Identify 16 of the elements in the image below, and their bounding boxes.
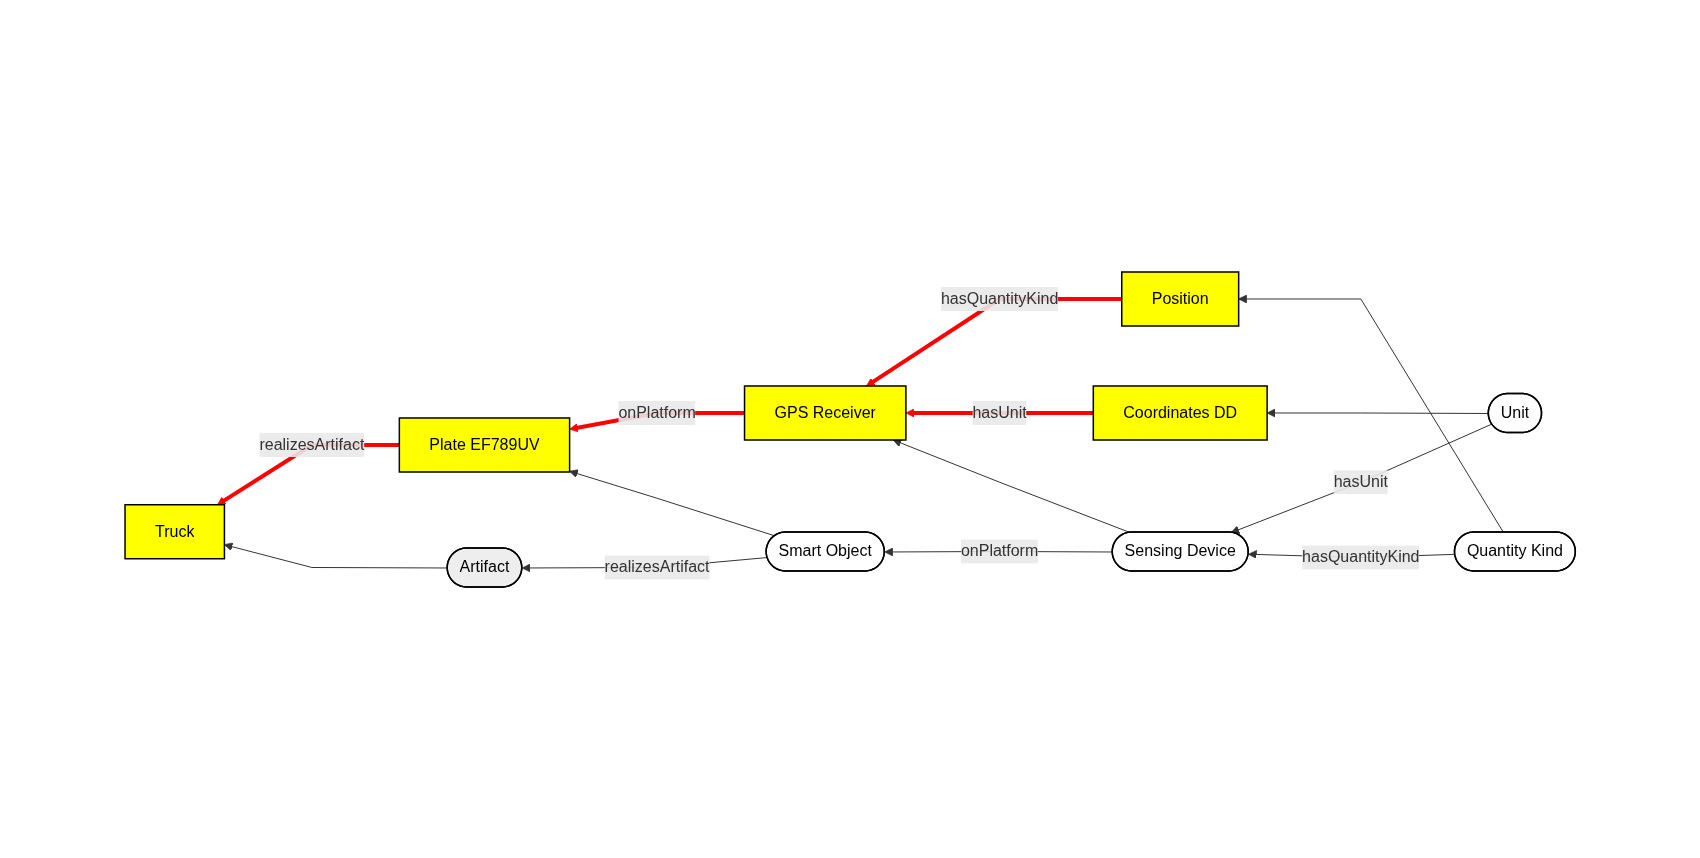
node-box: Coordinates DD xyxy=(1092,384,1268,441)
arrow xyxy=(1238,294,1504,533)
arrow xyxy=(569,468,776,536)
node-box: GPS Receiver xyxy=(743,384,907,441)
edge-label: onPlatform xyxy=(618,403,696,421)
edge-label: hasUnit xyxy=(1333,472,1388,490)
arrow xyxy=(1230,423,1493,534)
edge-label: hasQuantityKind xyxy=(1301,547,1420,565)
node-box: Position xyxy=(1120,270,1240,327)
edge-label: realizesArtifact xyxy=(259,435,365,453)
node-box: Plate EF789UV xyxy=(398,416,571,473)
edge-label: onPlatform xyxy=(960,541,1039,559)
edge-label: realizesArtifact xyxy=(604,557,710,575)
edge-label: hasQuantityKind xyxy=(940,289,1059,307)
edge-label: hasUnit xyxy=(972,403,1027,421)
node-box: Truck xyxy=(124,503,225,559)
